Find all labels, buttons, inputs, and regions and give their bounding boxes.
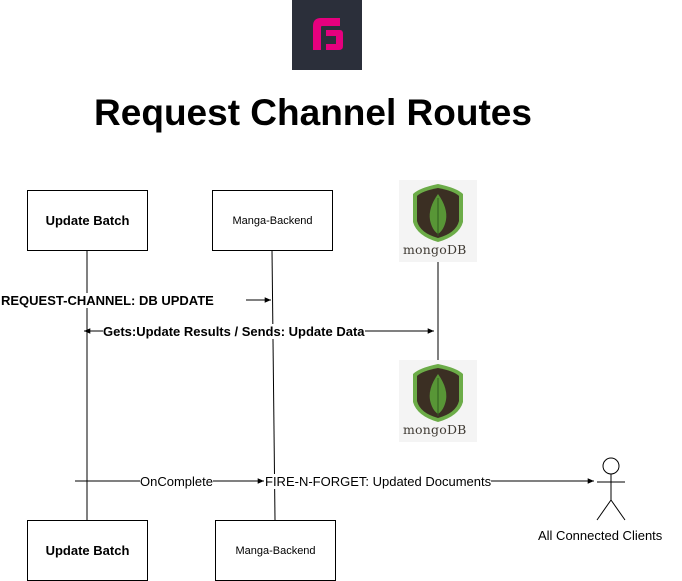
page-title: Request Channel Routes	[94, 92, 532, 133]
gets-sends-label: Gets:Update Results / Sends: Update Data	[103, 324, 365, 339]
fire-n-forget-label: FIRE-N-FORGET: Updated Documents	[265, 474, 492, 489]
mongodb-bottom-label: mongoDB	[403, 422, 467, 437]
backend-top-label: Manga-Backend	[232, 214, 313, 227]
mongodb-bottom-logo: mongoDB	[399, 360, 477, 442]
rsocket-logo	[292, 0, 362, 70]
backend-bottom-box: Manga-Backend	[215, 520, 336, 581]
clients-actor-icon	[596, 457, 626, 521]
backend-bottom-label: Manga-Backend	[235, 544, 316, 557]
clients-label: All Connected Clients	[538, 528, 663, 543]
mongodb-leaf-icon	[413, 364, 463, 422]
backend-top-box: Manga-Backend	[212, 190, 333, 251]
request-channel-label: REQUEST-CHANNEL: DB UPDATE	[1, 293, 214, 308]
update-batch-top-box: Update Batch	[27, 190, 148, 251]
update-batch-bottom-label: Update Batch	[45, 543, 130, 558]
on-complete-label: OnComplete	[140, 474, 213, 489]
mongodb-leaf-icon	[413, 184, 463, 242]
mongodb-top-label: mongoDB	[403, 242, 467, 257]
mongodb-top-logo: mongoDB	[399, 180, 477, 262]
rsocket-logo-icon	[313, 18, 343, 50]
update-batch-top-label: Update Batch	[45, 213, 130, 228]
update-batch-bottom-box: Update Batch	[27, 520, 148, 581]
